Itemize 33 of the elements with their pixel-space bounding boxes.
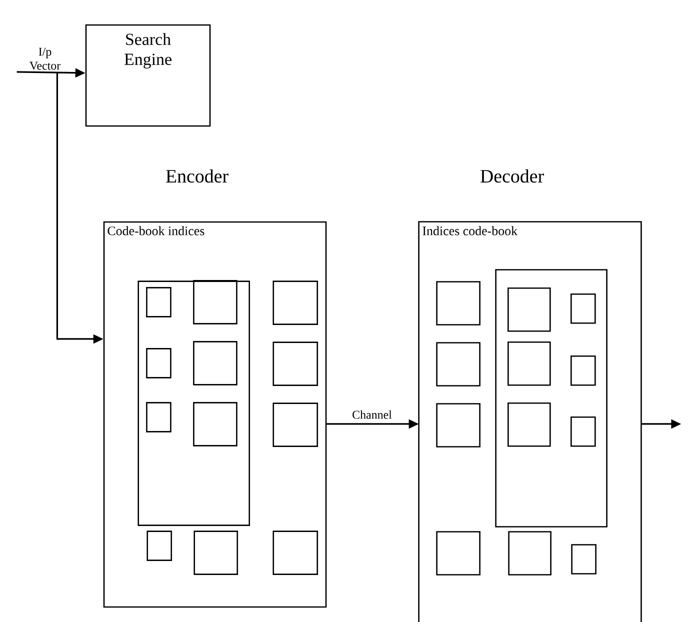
- square-box: [193, 402, 238, 446]
- square-box: [508, 531, 552, 576]
- square-box: [272, 280, 318, 325]
- square-box: [272, 402, 318, 447]
- square-box: [146, 348, 172, 378]
- square-box: [436, 342, 480, 386]
- square-box: [436, 531, 480, 576]
- square-box: [146, 287, 172, 318]
- square-box: [436, 403, 480, 448]
- square-box: [508, 341, 551, 386]
- input-label: I/p Vector: [30, 48, 61, 70]
- inner-box: [495, 269, 608, 528]
- square-box: [146, 402, 172, 432]
- square-box: [508, 402, 551, 447]
- edge-label: Channel: [351, 409, 393, 420]
- square-box: [194, 530, 238, 575]
- square-box: [570, 293, 596, 324]
- block-box: Code-book indices: [103, 221, 327, 608]
- square-box: [193, 341, 238, 386]
- square-box: [193, 280, 238, 324]
- square-box: [436, 281, 480, 326]
- square-box: [272, 530, 318, 575]
- block-heading: Decoder: [480, 169, 544, 183]
- square-box: [570, 355, 596, 386]
- inner-box: [138, 280, 250, 526]
- square-box: [570, 416, 596, 447]
- process-box: Search Engine: [85, 24, 211, 127]
- block-heading: Encoder: [166, 169, 228, 183]
- square-box: [272, 342, 318, 386]
- square-box: [508, 287, 551, 332]
- square-box: [571, 544, 596, 574]
- square-box: [146, 530, 172, 561]
- block-box: Indices code-book: [418, 221, 642, 622]
